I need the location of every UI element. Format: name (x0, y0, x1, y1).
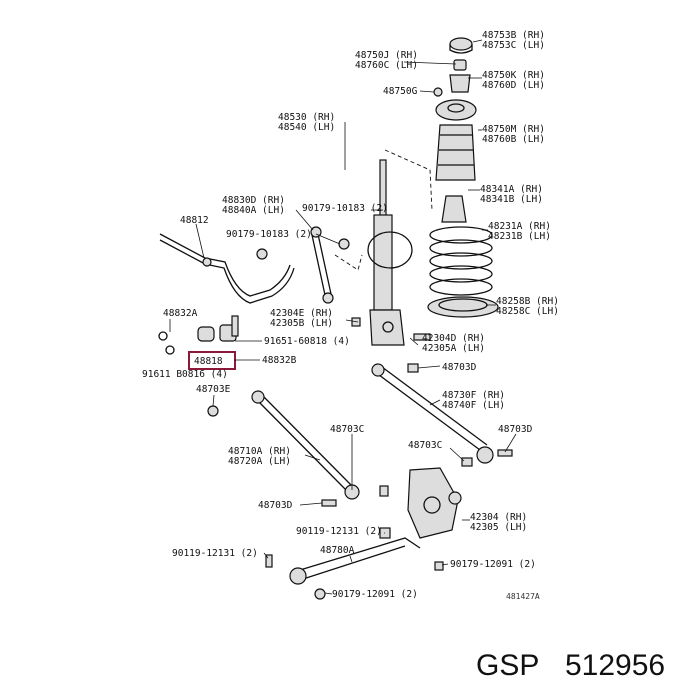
label-48258c-lh: 48258C (LH) (496, 306, 559, 317)
label-48231a-rh: 48231A (RH) (488, 221, 551, 232)
highlight-box-48818 (188, 351, 236, 370)
label-48341b-lh: 48341B (LH) (480, 194, 543, 205)
label-42305b-lh: 42305B (LH) (270, 318, 333, 329)
strut-bushing (449, 74, 471, 93)
label-48750k-rh: 48750K (RH) (482, 70, 545, 81)
label-48530-rh: 48530 (RH) (278, 112, 335, 123)
label-48341a-rh: 48341A (RH) (480, 184, 543, 195)
label-48832b: 48832B (262, 355, 297, 366)
label-90179-10183-b: 90179-10183 (2) (226, 229, 312, 240)
coil-spring (429, 226, 493, 296)
leader-lines (169, 39, 517, 595)
label-48730f-rh: 48730F (RH) (442, 390, 505, 401)
label-42305-lh: 42305 (LH) (470, 522, 527, 533)
label-91651-60818: 91651-60818 (4) (264, 336, 350, 347)
figure-number: 481427A (506, 592, 540, 601)
label-48760b-lh: 48760B (LH) (482, 134, 545, 145)
label-90179-12091-b: 90179-12091 (2) (332, 589, 418, 600)
label-48540-lh: 48540 (LH) (278, 122, 335, 133)
label-48780a: 48780A (320, 545, 355, 556)
label-42304-rh: 42304 (RH) (470, 512, 527, 523)
label-48760d-lh: 48760D (LH) (482, 80, 545, 91)
label-48703e: 48703E (196, 384, 231, 395)
label-48710a-rh: 48710A (RH) (228, 446, 291, 457)
label-48840a-lh: 48840A (LH) (222, 205, 285, 216)
label-48812: 48812 (180, 215, 209, 226)
strut-upper-support (435, 99, 477, 121)
strut-nut (453, 59, 467, 71)
label-48753-lh: 48753C (LH) (482, 40, 545, 51)
label-90119-12131-b: 90119-12131 (2) (172, 548, 258, 559)
strut-mount-cap (449, 37, 473, 54)
brand-name: GSP (476, 649, 539, 682)
bump-stopper (441, 195, 467, 223)
label-48830d-rh: 48830D (RH) (222, 195, 285, 206)
lower-trailing-arm (251, 390, 360, 500)
label-91611-b0816: 91611 B0816 (4) (142, 369, 228, 380)
stabilizer-link (310, 226, 350, 304)
label-48818: 48818 (194, 356, 223, 367)
strut-washer (433, 87, 443, 97)
dust-boot (435, 124, 476, 181)
stabilizer-bushing (158, 315, 239, 355)
label-48703d-2: 48703D (498, 424, 533, 435)
label-48760c-lh: 48760C (LH) (355, 60, 418, 71)
label-42304d-rh: 42304D (RH) (422, 333, 485, 344)
label-48750j-rh: 48750J (RH) (355, 50, 418, 61)
strut-rod (289, 537, 421, 585)
rear-axle-carrier (407, 467, 462, 539)
part-number: 512956 (565, 649, 665, 682)
rear-lateral-arm-upper (371, 363, 494, 464)
label-90179-12091-a: 90179-12091 (2) (450, 559, 536, 570)
label-48753-rh: 48753B (RH) (482, 30, 545, 41)
shock-absorber (367, 159, 413, 346)
label-48258b-rh: 48258B (RH) (496, 296, 559, 307)
label-42304e-rh: 42304E (RH) (270, 308, 333, 319)
stabilizer-bar (159, 233, 295, 304)
label-48720a-lh: 48720A (LH) (228, 456, 291, 467)
label-48832a: 48832A (163, 308, 198, 319)
spring-insulator (427, 296, 499, 318)
label-48703c-1: 48703C (330, 424, 364, 435)
label-48750g: 48750G (383, 86, 418, 97)
label-48740f-lh: 48740F (LH) (442, 400, 505, 411)
label-90179-10183-a: 90179-10183 (2) (302, 203, 388, 214)
label-90119-12131-a: 90119-12131 (2) (296, 526, 382, 537)
label-42305a-lh: 42305A (LH) (422, 343, 485, 354)
label-48703c-2: 48703C (408, 440, 442, 451)
label-48703d-1: 48703D (442, 362, 477, 373)
label-48750m-rh: 48750M (RH) (482, 124, 545, 135)
label-48703d-3: 48703D (258, 500, 293, 511)
label-48231b-lh: 48231B (LH) (488, 231, 551, 242)
